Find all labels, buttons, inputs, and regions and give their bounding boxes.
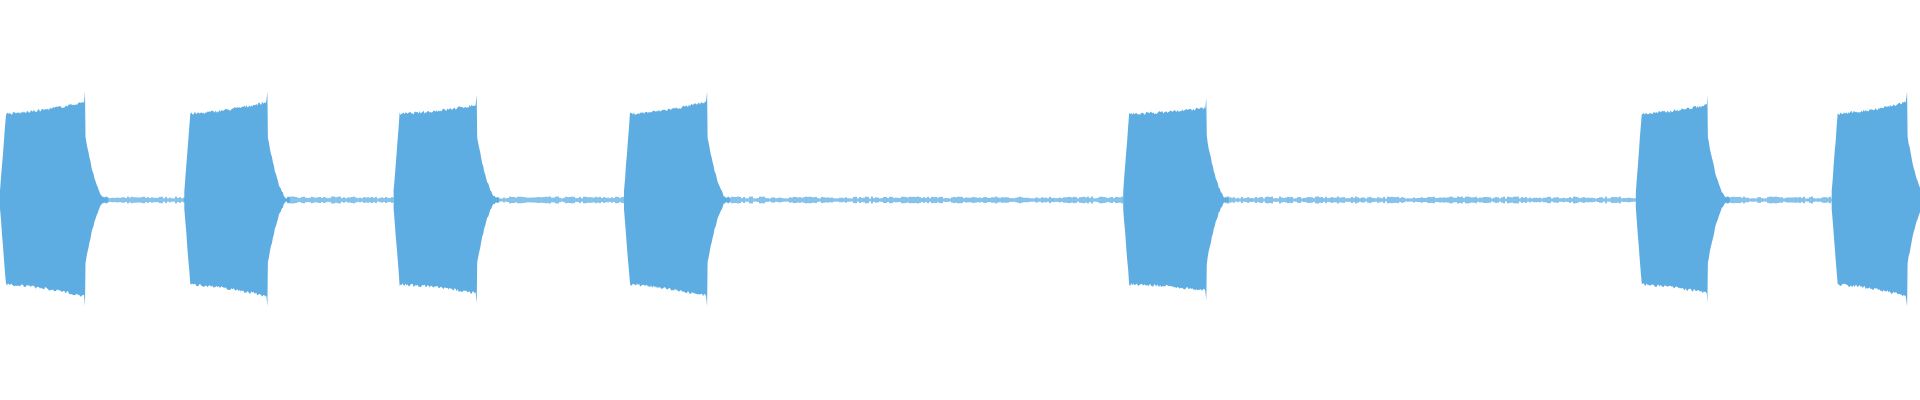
waveform-burst-4 [624, 91, 730, 307]
waveform-burst-3 [393, 94, 500, 304]
waveform-burst-6 [1635, 94, 1730, 304]
waveform-burst-1 [0, 91, 108, 307]
waveform-burst-2 [184, 91, 290, 307]
waveform-burst-5 [1123, 98, 1229, 300]
waveform-burst-7 [1831, 91, 1920, 307]
